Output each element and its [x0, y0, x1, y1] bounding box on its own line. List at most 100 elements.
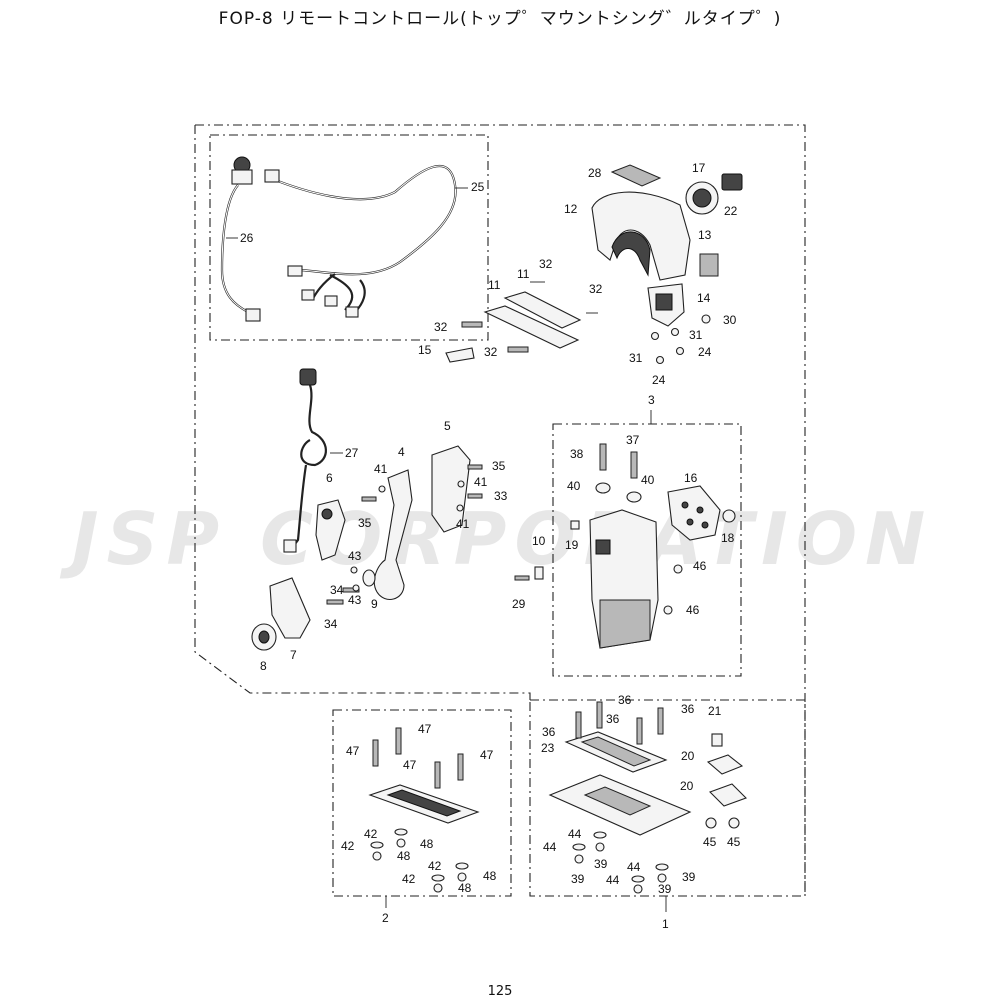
- nut-39a: [595, 842, 605, 852]
- callout-label-c36c: 36: [606, 712, 620, 726]
- nut-48b: [372, 851, 382, 861]
- callout-label-c47c: 47: [403, 758, 417, 772]
- nut-39c: [657, 873, 667, 883]
- callout-label-c18: 18: [721, 531, 735, 545]
- callout-label-c32a: 32: [539, 257, 553, 271]
- bolt-47a: [372, 739, 379, 767]
- nut-48c: [457, 872, 467, 882]
- callout-label-c46a: 46: [693, 559, 707, 573]
- page-title: FOP-8 リモートコントロール(トップ゜マウントシング゛ルタイプ゜): [218, 9, 782, 29]
- callout-label-c44c: 44: [627, 860, 641, 874]
- callout-label-c47d: 47: [480, 748, 494, 762]
- callout-label-c48d: 48: [458, 881, 472, 895]
- callout-label-c22: 22: [724, 204, 738, 218]
- clip-46a: [673, 564, 683, 574]
- callout-label-c39d: 39: [658, 882, 672, 896]
- callout-label-c14: 14: [697, 291, 711, 305]
- callout-label-c39b: 39: [571, 872, 585, 886]
- callout-label-c45b: 45: [727, 835, 741, 849]
- callout-label-c36b: 36: [681, 702, 695, 716]
- callout-label-c47b: 47: [346, 744, 360, 758]
- screw-31a: [670, 327, 680, 337]
- callout-label-c2: 2: [382, 911, 389, 925]
- cover-7: [269, 577, 311, 639]
- callout-label-c42d: 42: [402, 872, 416, 886]
- bushing-19: [570, 520, 580, 530]
- bolt-47b: [395, 727, 402, 755]
- callout-label-c31b: 31: [629, 351, 643, 365]
- screw-35a: [467, 464, 483, 470]
- callout-label-c12: 12: [564, 202, 578, 216]
- callout-label-c42a: 42: [364, 827, 378, 841]
- callout-label-c7: 7: [290, 648, 297, 662]
- callout-label-c33: 33: [494, 489, 508, 503]
- callout-label-c26: 26: [240, 231, 254, 245]
- callout-label-c6: 6: [326, 471, 333, 485]
- callout-label-c17: 17: [692, 161, 706, 175]
- frame-harness-group: [209, 134, 489, 341]
- callout-label-c31a: 31: [689, 328, 703, 342]
- callout-label-c35a: 35: [492, 459, 506, 473]
- callout-label-c32c: 32: [434, 320, 448, 334]
- callout-label-c23: 23: [541, 741, 555, 755]
- callout-label-c42c: 42: [428, 859, 442, 873]
- callout-label-c34b: 34: [324, 617, 338, 631]
- plate-16: [667, 485, 721, 541]
- bracket-15: [445, 347, 475, 363]
- screw-34a: [342, 587, 360, 593]
- callout-label-c9: 9: [371, 597, 378, 611]
- clip-45a: [705, 817, 717, 829]
- frame-mount-kit-2: [332, 709, 512, 897]
- callout-label-c34a: 34: [330, 583, 344, 597]
- clip-21: [711, 733, 723, 747]
- stud-37: [630, 451, 638, 479]
- washer-9: [362, 569, 376, 587]
- callout-label-c43b: 43: [348, 593, 362, 607]
- callout-label-c41a: 41: [374, 462, 388, 476]
- callout-label-c20a: 20: [681, 749, 695, 763]
- callout-label-c15: 15: [418, 343, 432, 357]
- callout-label-c16: 16: [684, 471, 698, 485]
- washer-42d: [431, 874, 445, 882]
- clip-46b: [663, 605, 673, 615]
- nut-39d: [633, 884, 643, 894]
- plate-11b: [483, 305, 580, 349]
- callout-label-c32b: 32: [589, 282, 603, 296]
- washer-42a: [394, 828, 408, 836]
- callout-label-c48c: 48: [483, 869, 497, 883]
- lever-arm-4: [373, 469, 413, 601]
- callout-label-c1: 1: [662, 917, 669, 931]
- callout-label-c36d: 36: [542, 725, 556, 739]
- callout-label-c25: 25: [471, 180, 485, 194]
- screw-35b: [361, 496, 377, 502]
- callout-label-c11a: 11: [517, 267, 530, 281]
- screw-32c: [461, 321, 483, 328]
- washer-41a: [378, 485, 386, 493]
- callout-label-c24a: 24: [698, 345, 712, 359]
- callout-label-c46b: 46: [686, 603, 700, 617]
- frame-mount-kit-1: [529, 699, 806, 897]
- callout-label-c28: 28: [588, 166, 602, 180]
- callout-label-c44d: 44: [606, 873, 620, 887]
- wiring-harness-26: [220, 156, 261, 322]
- screw-32d: [507, 346, 529, 353]
- clip-18: [722, 509, 736, 523]
- washer-44a: [593, 831, 607, 839]
- stud-38: [599, 443, 607, 471]
- callout-label-c41c: 41: [456, 517, 470, 531]
- cover-opening-12: [611, 231, 651, 277]
- plate-13: [699, 253, 719, 277]
- nut-48a: [396, 838, 406, 848]
- callout-label-c29: 29: [512, 597, 526, 611]
- callout-label-c24b: 24: [652, 373, 666, 387]
- washer-44b: [572, 843, 586, 851]
- callout-label-c43a: 43: [348, 549, 362, 563]
- cover-plate-28: [610, 164, 662, 187]
- washer-43a: [350, 566, 358, 574]
- nut-48d: [433, 883, 443, 893]
- callout-label-c30: 30: [723, 313, 737, 327]
- callout-label-c40b: 40: [641, 473, 655, 487]
- bolt-36d: [657, 707, 664, 735]
- callout-label-c39a: 39: [594, 857, 608, 871]
